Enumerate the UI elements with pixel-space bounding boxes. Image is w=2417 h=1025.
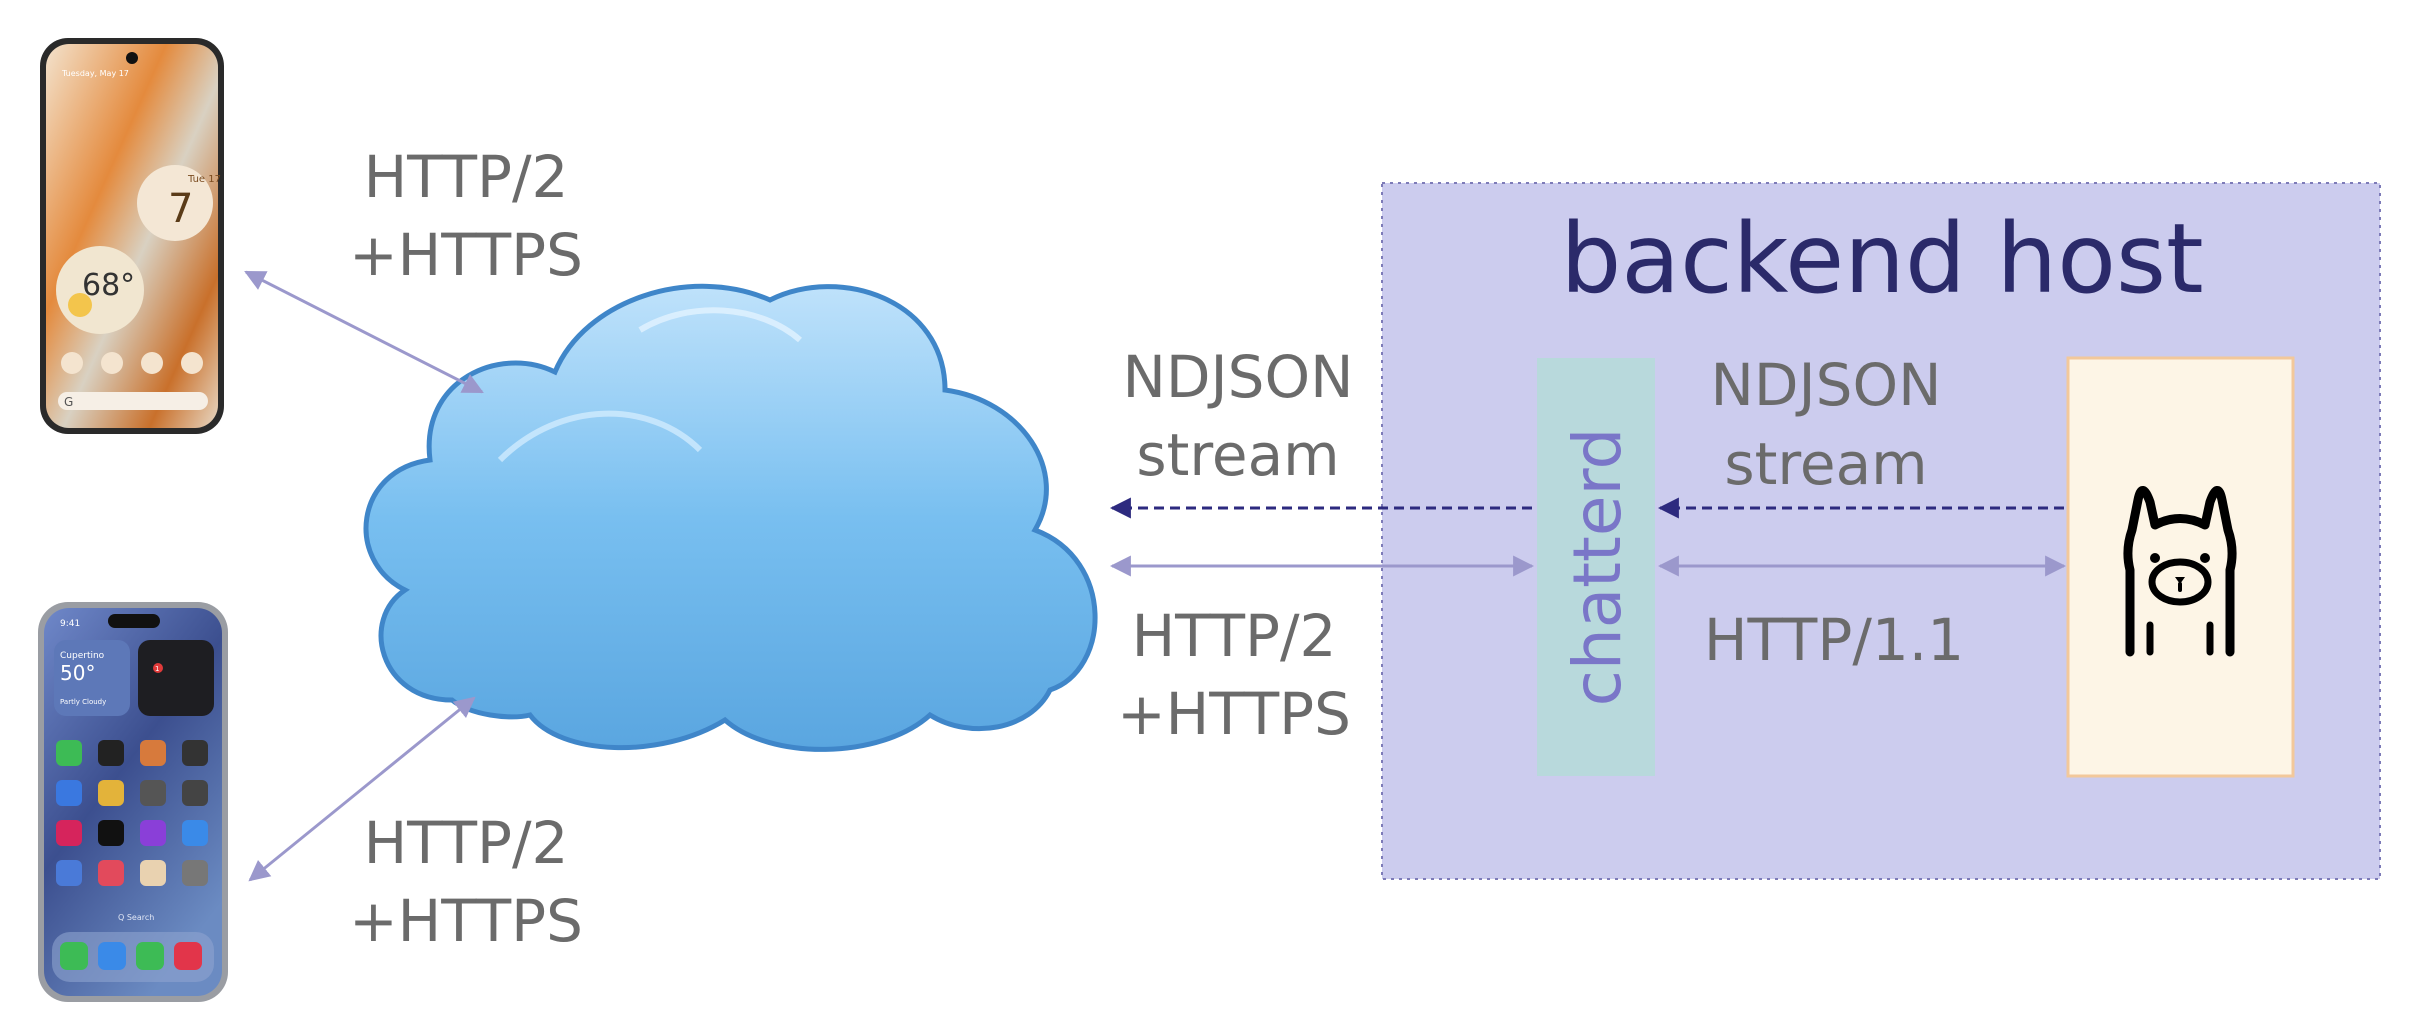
chatterd-label: chatterd [1559,428,1636,707]
cloud-icon [363,283,1098,752]
cloud-link-label-line1: HTTP/2 [1132,602,1337,670]
android-phone-icon: Tuesday, May 17 Tue 17 7 68° G [40,38,224,434]
iphone-cloud-arrow [248,696,476,882]
inner-stream-label-line1: NDJSON [1710,351,1941,419]
iphone-weather-city: Cupertino [60,651,105,661]
cloud-stream-label-line2: stream [1136,421,1339,489]
llama-box [2066,356,2295,778]
iphone-calendar-day: 1 [155,665,159,673]
iphone-search-label: Q Search [118,913,154,922]
iphone-weather-cond: Partly Cloudy [60,698,106,706]
iphone-icon: 9:41 Cupertino 50° Partly Cloudy 1 Q Sea… [38,602,228,1002]
android-clock-date: Tue 17 [187,174,221,185]
svg-text:G: G [64,395,73,409]
inner-link-label: HTTP/1.1 [1704,606,1964,674]
cloud-link-label-line2: +HTTPS [1117,680,1351,748]
android-date: Tuesday, May 17 [61,69,129,78]
iphone-status-time: 9:41 [60,619,80,629]
android-clock-digit: 7 [168,186,193,232]
chatterd-box [1537,358,1655,776]
llama-icon [2123,486,2237,657]
iphone-weather-temp: 50° [60,661,95,685]
iphone-link-label-line1: HTTP/2 [364,809,569,877]
android-cloud-arrow [244,270,484,394]
android-link-label-line1: HTTP/2 [364,143,569,211]
iphone-link-label-line2: +HTTPS [349,887,583,955]
cloud-stream-label-line1: NDJSON [1122,343,1353,411]
backend-host-title: backend host [1560,203,2203,315]
inner-stream-label-line2: stream [1724,430,1927,498]
android-link-label-line2: +HTTPS [349,221,583,289]
android-weather-temp: 68° [82,268,135,303]
